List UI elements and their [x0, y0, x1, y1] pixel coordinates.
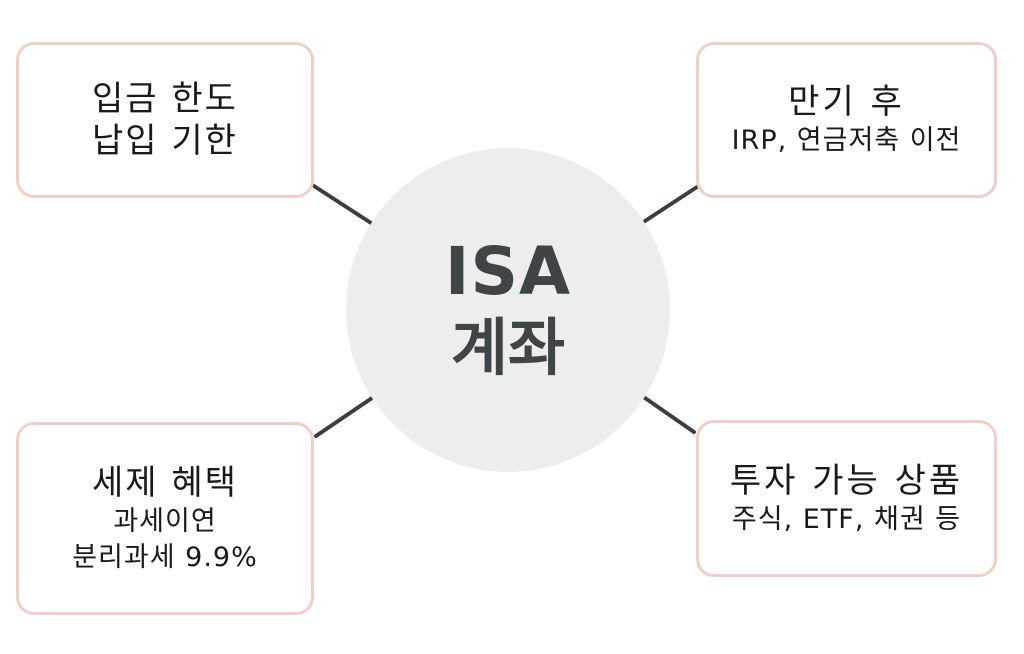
node-subtitle: IRP, 연금저축 이전 [731, 125, 962, 156]
center-title: ISA [444, 233, 572, 310]
connector-bottom-right [643, 396, 696, 434]
node-title: 투자 가능 상품 [729, 460, 964, 501]
node-tax-benefits: 세제 혜택 과세이연 분리과세 9.9% [16, 422, 314, 615]
node-title: 입금 한도 [92, 79, 238, 119]
node-subtitle: 주식, ETF, 채권 등 [731, 503, 962, 535]
node-subtitle: 납입 기한 [92, 121, 238, 161]
node-after-maturity: 만기 후 IRP, 연금저축 이전 [696, 42, 997, 198]
connector-top-left [312, 184, 373, 225]
node-investable-products: 투자 가능 상품 주식, ETF, 채권 등 [696, 420, 997, 577]
connector-bottom-left [314, 396, 374, 438]
node-deposit-limit: 입금 한도 납입 기한 [16, 42, 314, 198]
connector-top-right [643, 185, 699, 223]
node-subtitle-separate-tax: 분리과세 9.9% [72, 541, 258, 573]
node-title: 만기 후 [788, 82, 905, 122]
center-node-isa-account: ISA 계좌 [346, 148, 670, 472]
node-subtitle-deferral: 과세이연 [113, 505, 217, 537]
node-title: 세제 혜택 [92, 462, 238, 503]
center-subtitle: 계좌 [450, 311, 566, 384]
